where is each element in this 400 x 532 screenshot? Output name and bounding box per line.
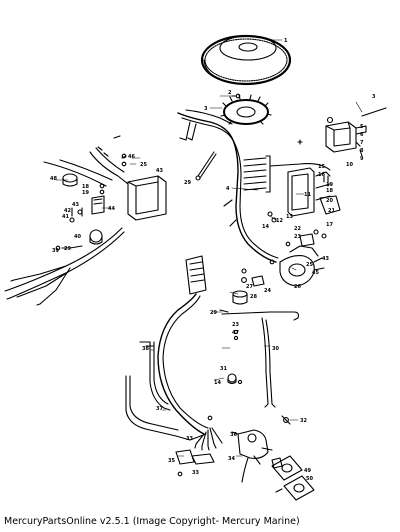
callout-11: 11 [304,192,311,198]
callout-2: 2 [228,90,232,96]
callout-26: 26 [294,284,301,290]
lower-cables-drawing [125,341,215,465]
callout-43: 43 [72,202,79,208]
left-module-drawing [43,135,167,245]
callout-47: 47 [232,330,239,336]
callout-14b: 14 [214,380,221,386]
lead-rod-drawing [195,151,217,181]
callout-28: 28 [250,294,257,300]
rectifier-drawing [232,268,265,305]
callout-42: 42 [64,208,71,214]
callout-18: 18 [82,184,89,190]
callout-22: 22 [294,226,301,232]
callout-38: 38 [142,346,149,352]
callout-23b: 23 [232,322,239,328]
right-rod-drawing [219,309,300,408]
callout-13: 13 [286,214,293,220]
callout-34: 34 [228,456,235,462]
callout-4: 4 [226,186,230,192]
callout-9: 9 [360,156,364,162]
callout-16: 16 [318,172,325,178]
callout-labels: 1 2 3 3 4 5 6 7 8 9 10 11 12 13 14 14 15… [50,38,376,482]
callout-49: 49 [304,468,311,474]
callout-3b: 3 [204,106,208,112]
callout-12: 12 [276,218,283,224]
callout-6: 6 [360,132,364,138]
callout-7: 7 [360,140,364,146]
callout-41: 41 [62,214,69,220]
callout-29c: 29 [210,310,217,316]
callout-37: 37 [156,406,163,412]
coil-drawing [325,107,387,157]
callout-17: 17 [326,222,333,228]
callout-18b: 18 [326,188,333,194]
callout-39: 39 [52,248,59,254]
callout-30: 30 [272,346,279,352]
callout-21: 21 [328,208,335,214]
callout-45: 45 [312,270,319,276]
leader-lines [55,39,363,457]
callout-29: 29 [184,180,191,186]
connector-block-drawing [185,255,207,295]
hardware-drawing [55,93,327,477]
callout-33: 33 [186,436,193,442]
callout-25b: 25 [306,262,313,268]
main-harness-drawing [177,109,331,263]
long-harness-drawing [157,293,223,451]
copyright-footer: MercuryPartsOnline v2.5.1 (Image Copyrig… [4,516,300,527]
trigger-drawing [279,233,325,287]
plates-drawing [271,455,315,501]
callout-48: 48 [50,176,57,182]
callout-19b: 19 [326,182,333,188]
callout-25: 25 [140,162,147,168]
callout-36: 36 [230,432,237,438]
callout-35: 35 [168,458,175,464]
callout-46: 46 [128,154,135,160]
callout-43b: 43 [156,168,163,174]
callout-40: 40 [74,234,81,240]
callout-15: 15 [318,164,325,170]
callout-32: 32 [300,418,307,424]
callout-27: 27 [246,284,253,290]
callout-33b: 33 [192,470,199,476]
callout-24: 24 [264,288,271,294]
callout-3: 3 [372,94,376,100]
callout-29b: 29 [64,246,71,252]
callout-50: 50 [306,476,313,482]
flywheel-drawing [200,34,292,86]
callout-31: 31 [220,366,227,372]
callout-44: 44 [108,206,115,212]
callout-10: 10 [346,162,353,168]
lower-left-cable-drawing [4,227,125,306]
switch-box-drawing [287,167,341,217]
callout-43c: 43 [322,256,329,262]
callout-1: 1 [284,38,288,44]
wiring-parts-diagram: 1 2 3 3 4 5 6 7 8 9 10 11 12 13 14 14 15… [4,34,387,501]
callout-19: 19 [82,190,89,196]
callout-14: 14 [262,224,269,230]
callout-23: 23 [294,234,301,240]
callout-20: 20 [326,198,333,204]
callout-8: 8 [360,148,364,154]
callout-5: 5 [360,124,364,130]
stator-drawing [220,94,272,125]
